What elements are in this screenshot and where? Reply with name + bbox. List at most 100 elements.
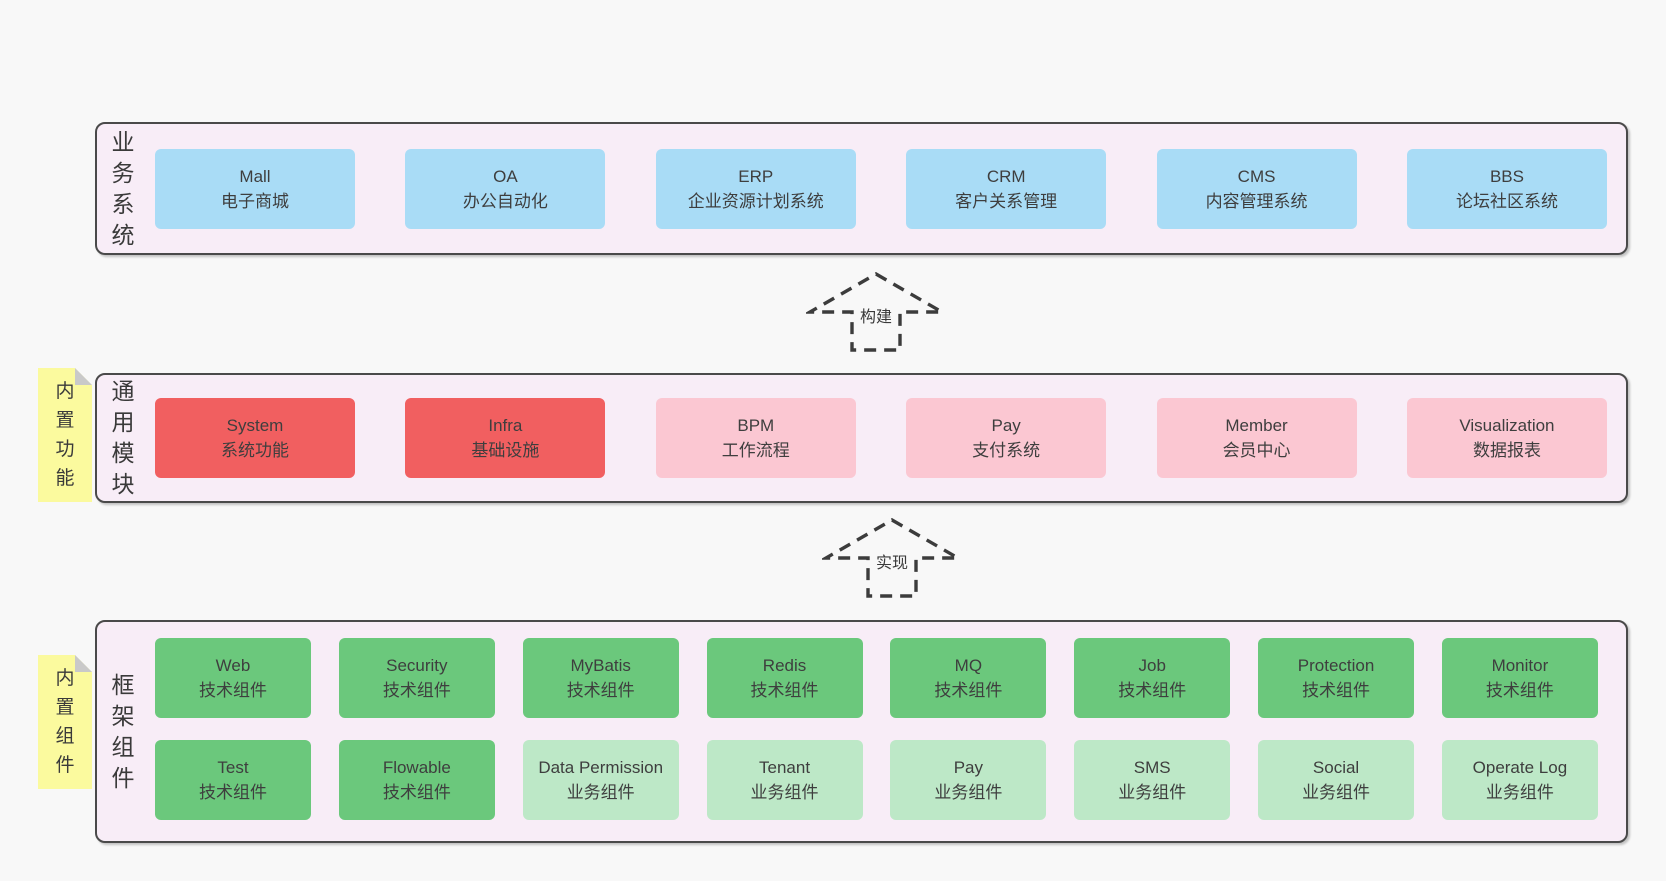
card-subtitle: 技术组件 (1485, 681, 1554, 700)
card-subtitle: 系统功能 (221, 441, 289, 460)
card-subtitle: 技术组件 (1302, 681, 1371, 700)
card-title: CRM (986, 166, 1026, 186)
arrow-up-implement: 实现 (822, 516, 962, 600)
card-title: Monitor (1491, 656, 1549, 675)
card-subtitle: 企业资源计划系统 (687, 191, 824, 211)
card-title: OA (493, 166, 518, 186)
card-mall: Mall 电子商城 (155, 148, 355, 229)
card-title: Member (1225, 416, 1288, 435)
card-subtitle: 技术组件 (382, 681, 451, 700)
dashed-up-arrow-icon (822, 518, 962, 598)
card-title: Protection (1297, 656, 1375, 675)
card-bpm: BPM 工作流程 (655, 398, 856, 478)
card-title: Pay (991, 416, 1021, 435)
card-subtitle: 支付系统 (972, 441, 1041, 460)
card-title: CMS (1237, 166, 1276, 186)
card-title: MyBatis (570, 656, 631, 675)
card-redis: Redis 技术组件 (706, 638, 863, 718)
framework-row-1: Web 技术组件 Security 技术组件 MyBatis 技术组件 Redi… (155, 638, 1598, 718)
card-sms: SMS 业务组件 (1074, 740, 1231, 820)
card-title: Flowable (382, 758, 451, 777)
business-boxes-row: Mall 电子商城 OA 办公自动化 ERP 企业资源计划系统 CRM 客户关系… (155, 124, 1607, 253)
card-subtitle: 会员中心 (1222, 441, 1291, 460)
card-title: Mall (239, 166, 271, 186)
card-title: Security (386, 656, 448, 675)
card-subtitle: 业务组件 (750, 783, 819, 802)
card-operate-log: Operate Log 业务组件 (1441, 740, 1598, 820)
card-security: Security 技术组件 (338, 638, 495, 718)
card-subtitle: 技术组件 (1118, 681, 1187, 700)
modules-boxes-row: System 系统功能 Infra 基础设施 BPM 工作流程 Pay 支付系统… (155, 375, 1607, 501)
card-subtitle: 业务组件 (566, 783, 635, 802)
card-subtitle: 技术组件 (934, 681, 1003, 700)
card-bbs: BBS 论坛社区系统 (1406, 148, 1607, 229)
card-subtitle: 基础设施 (471, 441, 540, 460)
card-subtitle: 内容管理系统 (1205, 191, 1308, 211)
card-subtitle: 技术组件 (199, 681, 267, 700)
card-oa: OA 办公自动化 (405, 148, 606, 229)
card-title: BPM (737, 416, 775, 435)
card-subtitle: 业务组件 (1302, 783, 1371, 802)
card-title: Data Permission (538, 758, 664, 777)
card-subtitle: 业务组件 (934, 783, 1003, 802)
card-subtitle: 技术组件 (382, 783, 451, 802)
card-subtitle: 电子商城 (221, 191, 289, 211)
card-title: BBS (1489, 166, 1524, 186)
sticky-tag-built-in-components: 内置组件 (38, 655, 92, 789)
sticky-tag-label: 内置功能 (55, 381, 75, 489)
card-title: Infra (488, 416, 523, 435)
card-subtitle: 客户关系管理 (955, 191, 1058, 211)
card-subtitle: 技术组件 (750, 681, 819, 700)
card-title: Pay (953, 758, 984, 777)
card-mq: MQ 技术组件 (890, 638, 1047, 718)
card-subtitle: 论坛社区系统 (1455, 191, 1558, 211)
card-job: Job 技术组件 (1074, 638, 1231, 718)
card-system: System 系统功能 (155, 398, 355, 478)
card-mybatis: MyBatis 技术组件 (522, 638, 679, 718)
card-subtitle: 业务组件 (1485, 783, 1554, 802)
card-protection: Protection 技术组件 (1258, 638, 1415, 718)
card-social: Social 业务组件 (1258, 740, 1415, 820)
card-subtitle: 工作流程 (721, 441, 790, 460)
card-subtitle: 技术组件 (199, 783, 267, 802)
card-data-permission: Data Permission 业务组件 (522, 740, 679, 820)
card-title: Test (217, 758, 249, 777)
arrow-implement-label: 实现 (872, 548, 912, 574)
card-infra: Infra 基础设施 (405, 398, 606, 478)
dashed-up-arrow-icon (806, 272, 946, 352)
arrow-build-label: 构建 (856, 302, 896, 328)
card-title: MQ (954, 656, 983, 675)
card-tenant: Tenant 业务组件 (706, 740, 863, 820)
card-title: Operate Log (1472, 758, 1568, 777)
panel-business-systems: 业务系统 Mall 电子商城 OA 办公自动化 ERP 企业资源计划系统 CRM… (95, 122, 1628, 255)
card-monitor: Monitor 技术组件 (1441, 638, 1598, 718)
panel-common-modules: 通用模块 System 系统功能 Infra 基础设施 BPM 工作流程 Pay… (95, 373, 1628, 503)
card-title: Tenant (759, 758, 811, 777)
card-web: Web 技术组件 (155, 638, 311, 718)
card-title: Social (1312, 758, 1360, 777)
card-erp: ERP 企业资源计划系统 (655, 148, 856, 229)
panel-label-modules: 通用模块 (111, 378, 135, 497)
panel-framework-components: 框架组件 Web 技术组件 Security 技术组件 MyBatis 技术组件… (95, 620, 1628, 843)
framework-boxes-grid: Web 技术组件 Security 技术组件 MyBatis 技术组件 Redi… (155, 638, 1598, 820)
panel-label-business: 业务系统 (111, 128, 135, 248)
card-subtitle: 业务组件 (1118, 783, 1187, 802)
card-title: ERP (738, 166, 774, 186)
card-crm: CRM 客户关系管理 (906, 148, 1107, 229)
framework-row-2: Test 技术组件 Flowable 技术组件 Data Permission … (155, 740, 1598, 820)
card-title: Job (1138, 656, 1166, 675)
sticky-tag-label: 内置组件 (55, 668, 75, 776)
card-title: Web (215, 656, 251, 675)
card-subtitle: 技术组件 (566, 681, 635, 700)
card-pay: Pay 支付系统 (906, 398, 1107, 478)
card-visualization: Visualization 数据报表 (1406, 398, 1607, 478)
card-pay-component: Pay 业务组件 (890, 740, 1047, 820)
card-subtitle: 办公自动化 (462, 191, 548, 211)
sticky-tag-built-in-features: 内置功能 (38, 368, 92, 502)
card-test: Test 技术组件 (155, 740, 311, 820)
card-cms: CMS 内容管理系统 (1156, 148, 1357, 229)
card-flowable: Flowable 技术组件 (338, 740, 495, 820)
card-member: Member 会员中心 (1156, 398, 1357, 478)
card-title: System (226, 416, 284, 435)
